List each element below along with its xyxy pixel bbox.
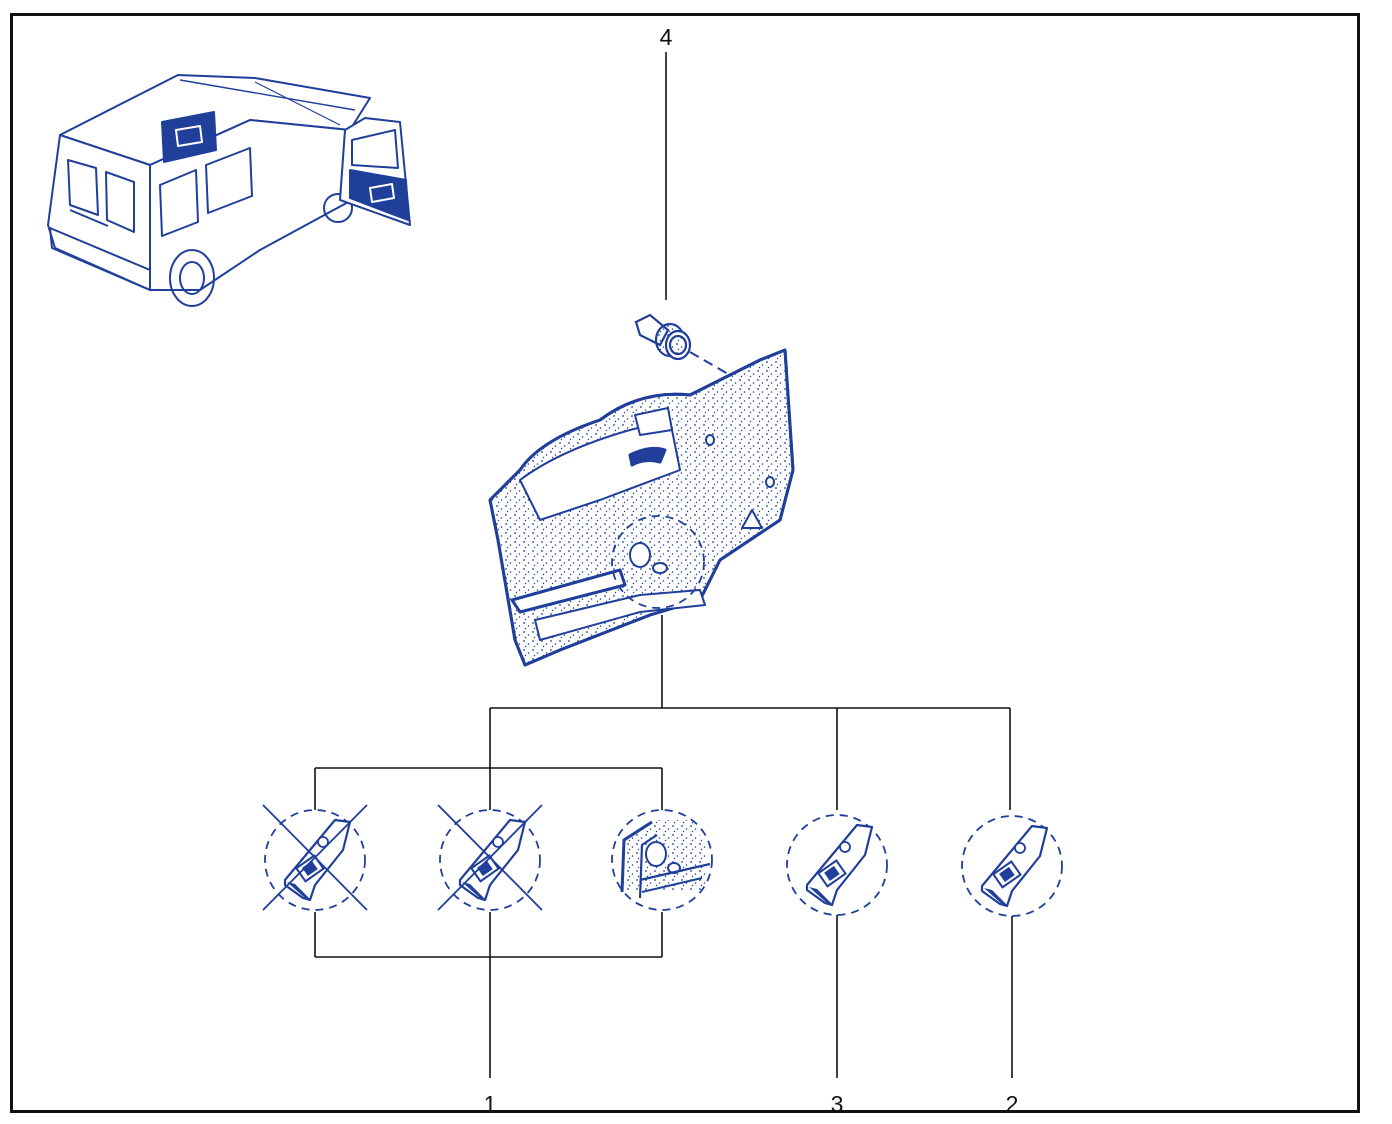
switch-detail-2 — [961, 815, 1063, 917]
vehicle-van-icon — [47, 74, 411, 307]
callout-label-1: 1 — [484, 1091, 497, 1117]
clip-mount-dashline — [689, 351, 729, 375]
clip-fastener-icon — [634, 313, 692, 361]
switch-detail-3 — [786, 814, 888, 916]
switch-detail-crossed-a — [262, 804, 368, 911]
callout-label-4: 4 — [660, 24, 673, 50]
panel-detail — [611, 809, 713, 911]
excluded-cross-icon — [437, 804, 543, 911]
door-panel-icon — [488, 348, 795, 667]
callout-label-3: 3 — [831, 1091, 844, 1117]
leader-tree — [314, 615, 1013, 1078]
switch-detail-crossed-b — [437, 804, 543, 911]
switch-detail-group — [262, 804, 1063, 917]
excluded-cross-icon — [262, 804, 368, 911]
callout-label-2: 2 — [1006, 1091, 1019, 1117]
